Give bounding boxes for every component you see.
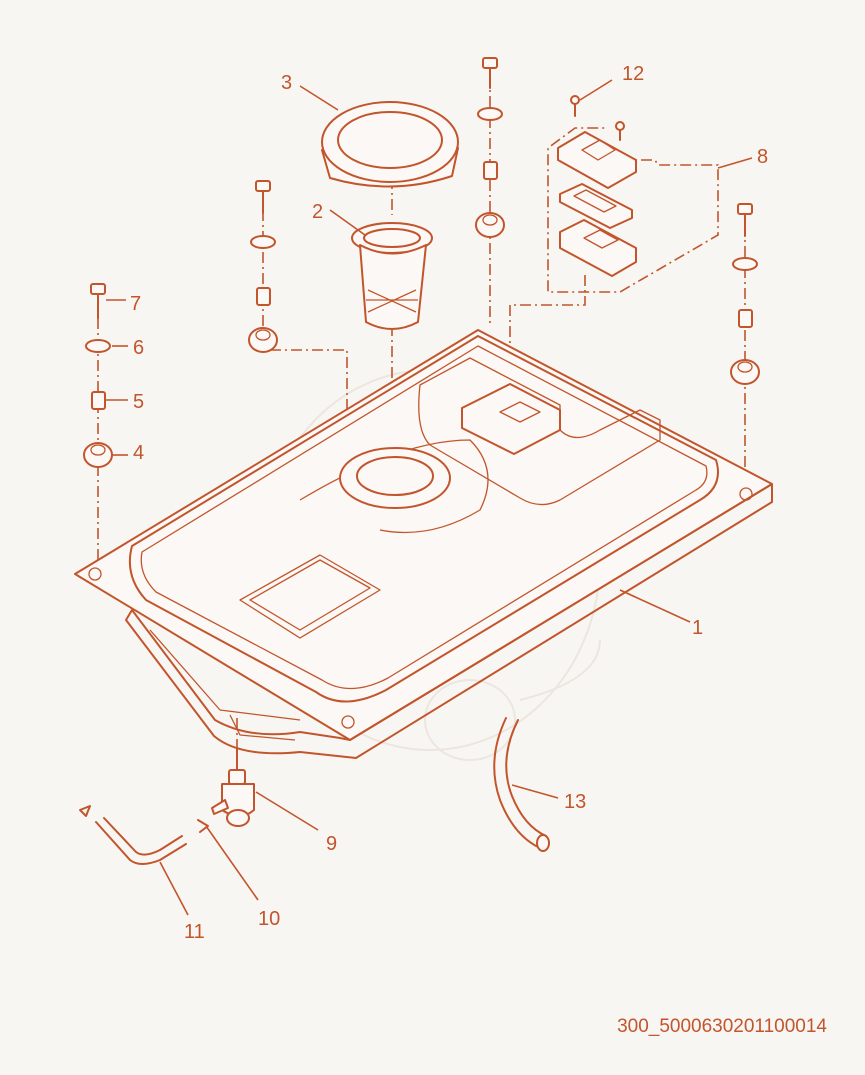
callout-1: 1	[692, 617, 703, 639]
fuel-cock	[211, 747, 255, 827]
callout-3: 3	[281, 72, 292, 94]
callout-12: 12	[622, 63, 644, 85]
breather-hose	[493, 717, 550, 852]
callout-9: 9	[326, 833, 337, 855]
callout-6: 6	[133, 337, 144, 359]
collars	[91, 161, 753, 410]
fuel-strainer	[351, 222, 433, 330]
callout-5: 5	[133, 391, 144, 413]
callout-13: 13	[564, 791, 586, 813]
bolts	[90, 57, 753, 319]
callout-10: 10	[258, 908, 280, 930]
fuel-hose	[79, 805, 187, 865]
hose-clip	[197, 819, 209, 833]
screws	[570, 95, 625, 141]
callout-2: 2	[312, 201, 323, 223]
drawing-code: 300_5000630201100014	[617, 1016, 827, 1037]
fuel-gauge-assembly	[557, 131, 637, 277]
fuel-cap	[321, 101, 459, 188]
fuel-tank	[74, 329, 773, 759]
callout-4: 4	[133, 442, 144, 464]
callout-11: 11	[184, 921, 205, 943]
leader-lines	[106, 79, 753, 916]
rubber-grommets	[83, 212, 760, 468]
callout-8: 8	[757, 146, 768, 168]
washers	[85, 107, 758, 353]
callout-7: 7	[130, 293, 141, 315]
callout-labels: 1 2 3 4 5 6 7 8 9 10 11 12 13	[130, 63, 768, 943]
